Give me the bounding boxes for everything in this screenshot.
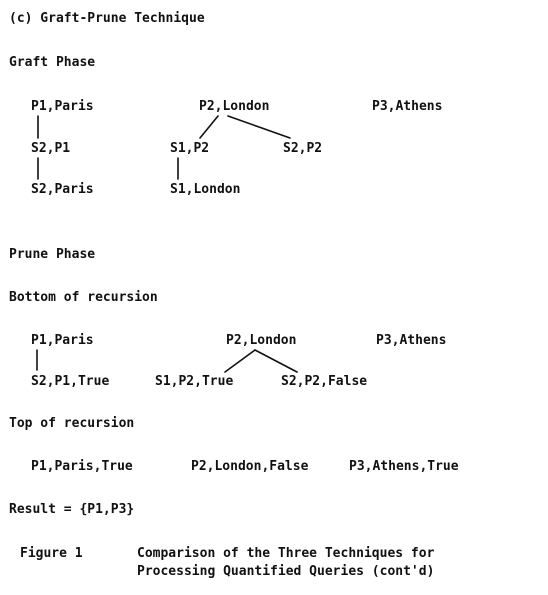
prune-phase-heading: Prune Phase [9, 247, 96, 262]
graft-node-s1-p2: S1,P2 [170, 141, 210, 156]
top-node-p1-paris-true: P1,Paris,True [31, 459, 133, 474]
edge-p2london-s1p2 [199, 115, 219, 139]
bottom-of-recursion-label: Bottom of recursion [9, 290, 158, 305]
prune-node-p2-london: P2,London [226, 333, 297, 348]
prune-node-s2-p2-false: S2,P2,False [281, 374, 368, 389]
prune-node-p1-paris: P1,Paris [31, 333, 94, 348]
prune-node-p3-athens: P3,Athens [376, 333, 447, 348]
graft-phase-heading: Graft Phase [9, 55, 96, 70]
top-node-p2-london-false: P2,London,False [191, 459, 309, 474]
edge-prune-p2london-s1p2true [224, 349, 256, 373]
graft-node-p3-athens: P3,Athens [372, 99, 443, 114]
section-title: (c) Graft-Prune Technique [9, 11, 205, 26]
figure-label: Figure 1 [20, 546, 83, 561]
prune-node-s2-p1-true: S2,P1,True [31, 374, 110, 389]
figure-caption-line2: Processing Quantified Queries (cont'd) [137, 564, 435, 579]
graft-node-p2-london: P2,London [199, 99, 270, 114]
prune-node-s1-p2-true: S1,P2,True [155, 374, 234, 389]
top-of-recursion-label: Top of recursion [9, 416, 135, 431]
figure-caption-line1: Comparison of the Three Techniques for [137, 546, 435, 561]
graft-node-p1-paris: P1,Paris [31, 99, 94, 114]
graft-node-s1-london: S1,London [170, 182, 241, 197]
edge-p2london-s2p2 [227, 115, 291, 139]
graft-node-s2-p2: S2,P2 [283, 141, 323, 156]
top-node-p3-athens-true: P3,Athens,True [349, 459, 459, 474]
edge-prune-p2london-s2p2false [254, 349, 298, 373]
result-line: Result = {P1,P3} [9, 502, 135, 517]
graft-node-s2-p1: S2,P1 [31, 141, 71, 156]
graft-node-s2-paris: S2,Paris [31, 182, 94, 197]
